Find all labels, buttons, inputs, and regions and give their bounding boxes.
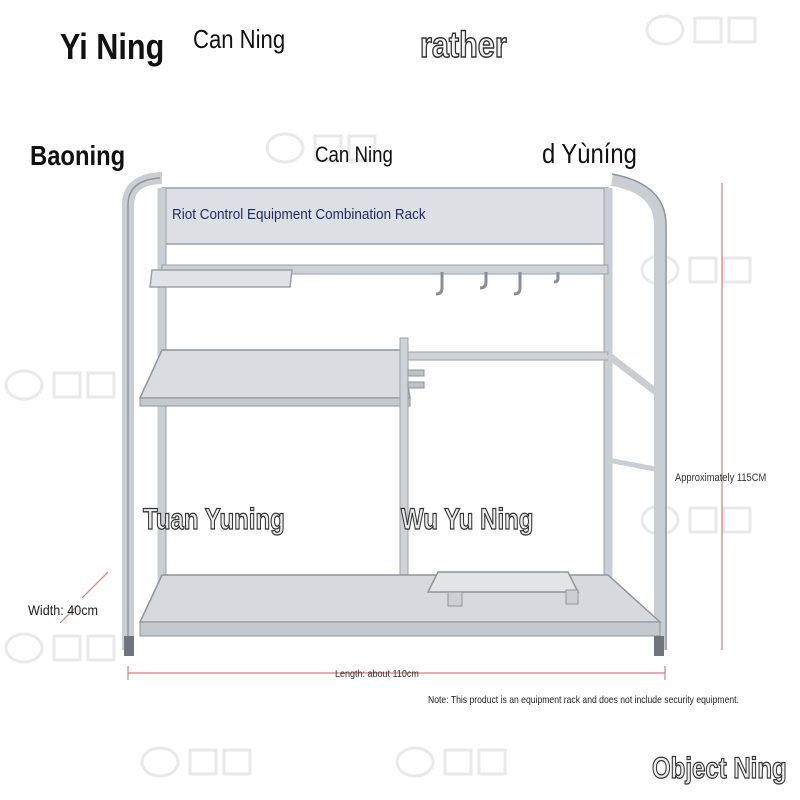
length-dimension-label: Length: about 110cm bbox=[335, 669, 419, 680]
label-baoning: Baoning bbox=[30, 140, 126, 171]
label-yi-ning: Yi Ning bbox=[60, 26, 165, 67]
watermark-logo bbox=[645, 14, 757, 46]
watermark-logo bbox=[4, 369, 116, 401]
label-object-ning: Object Ning bbox=[651, 751, 787, 785]
watermark-logo bbox=[265, 132, 377, 164]
back-panel bbox=[161, 187, 609, 245]
right-frame bbox=[610, 174, 666, 650]
label-can-ning-top: Can Ning bbox=[193, 24, 286, 54]
watermark-logo bbox=[395, 746, 507, 778]
small-bottom-shelf bbox=[426, 571, 580, 593]
rack-title: Riot Control Equipment Combination Rack bbox=[172, 206, 426, 223]
label-d-yuning: d Yùníng bbox=[542, 138, 637, 169]
top-small-shelf bbox=[149, 269, 293, 288]
width-dimension-line bbox=[81, 571, 109, 599]
width-dimension-label: Width: 40cm bbox=[28, 602, 99, 618]
hooks bbox=[435, 272, 560, 296]
bottom-shelf bbox=[138, 574, 662, 623]
label-wu-yu-ning: Wu Yu Ning bbox=[400, 502, 534, 536]
watermark-logo bbox=[140, 746, 252, 778]
height-dimension-label: Approximately 115CM bbox=[675, 472, 767, 484]
product-note: Note: This product is an equipment rack … bbox=[428, 694, 739, 706]
watermark-logo bbox=[4, 632, 116, 664]
label-tuan-yuning: Tuan Yuning bbox=[142, 502, 285, 536]
left-frame bbox=[122, 172, 162, 650]
label-rather: rather bbox=[419, 23, 507, 66]
label-can-ning-mid: Can Ning bbox=[315, 142, 393, 167]
middle-shelf bbox=[138, 349, 411, 399]
rack-foot bbox=[124, 636, 134, 656]
rack-foot bbox=[654, 636, 664, 656]
